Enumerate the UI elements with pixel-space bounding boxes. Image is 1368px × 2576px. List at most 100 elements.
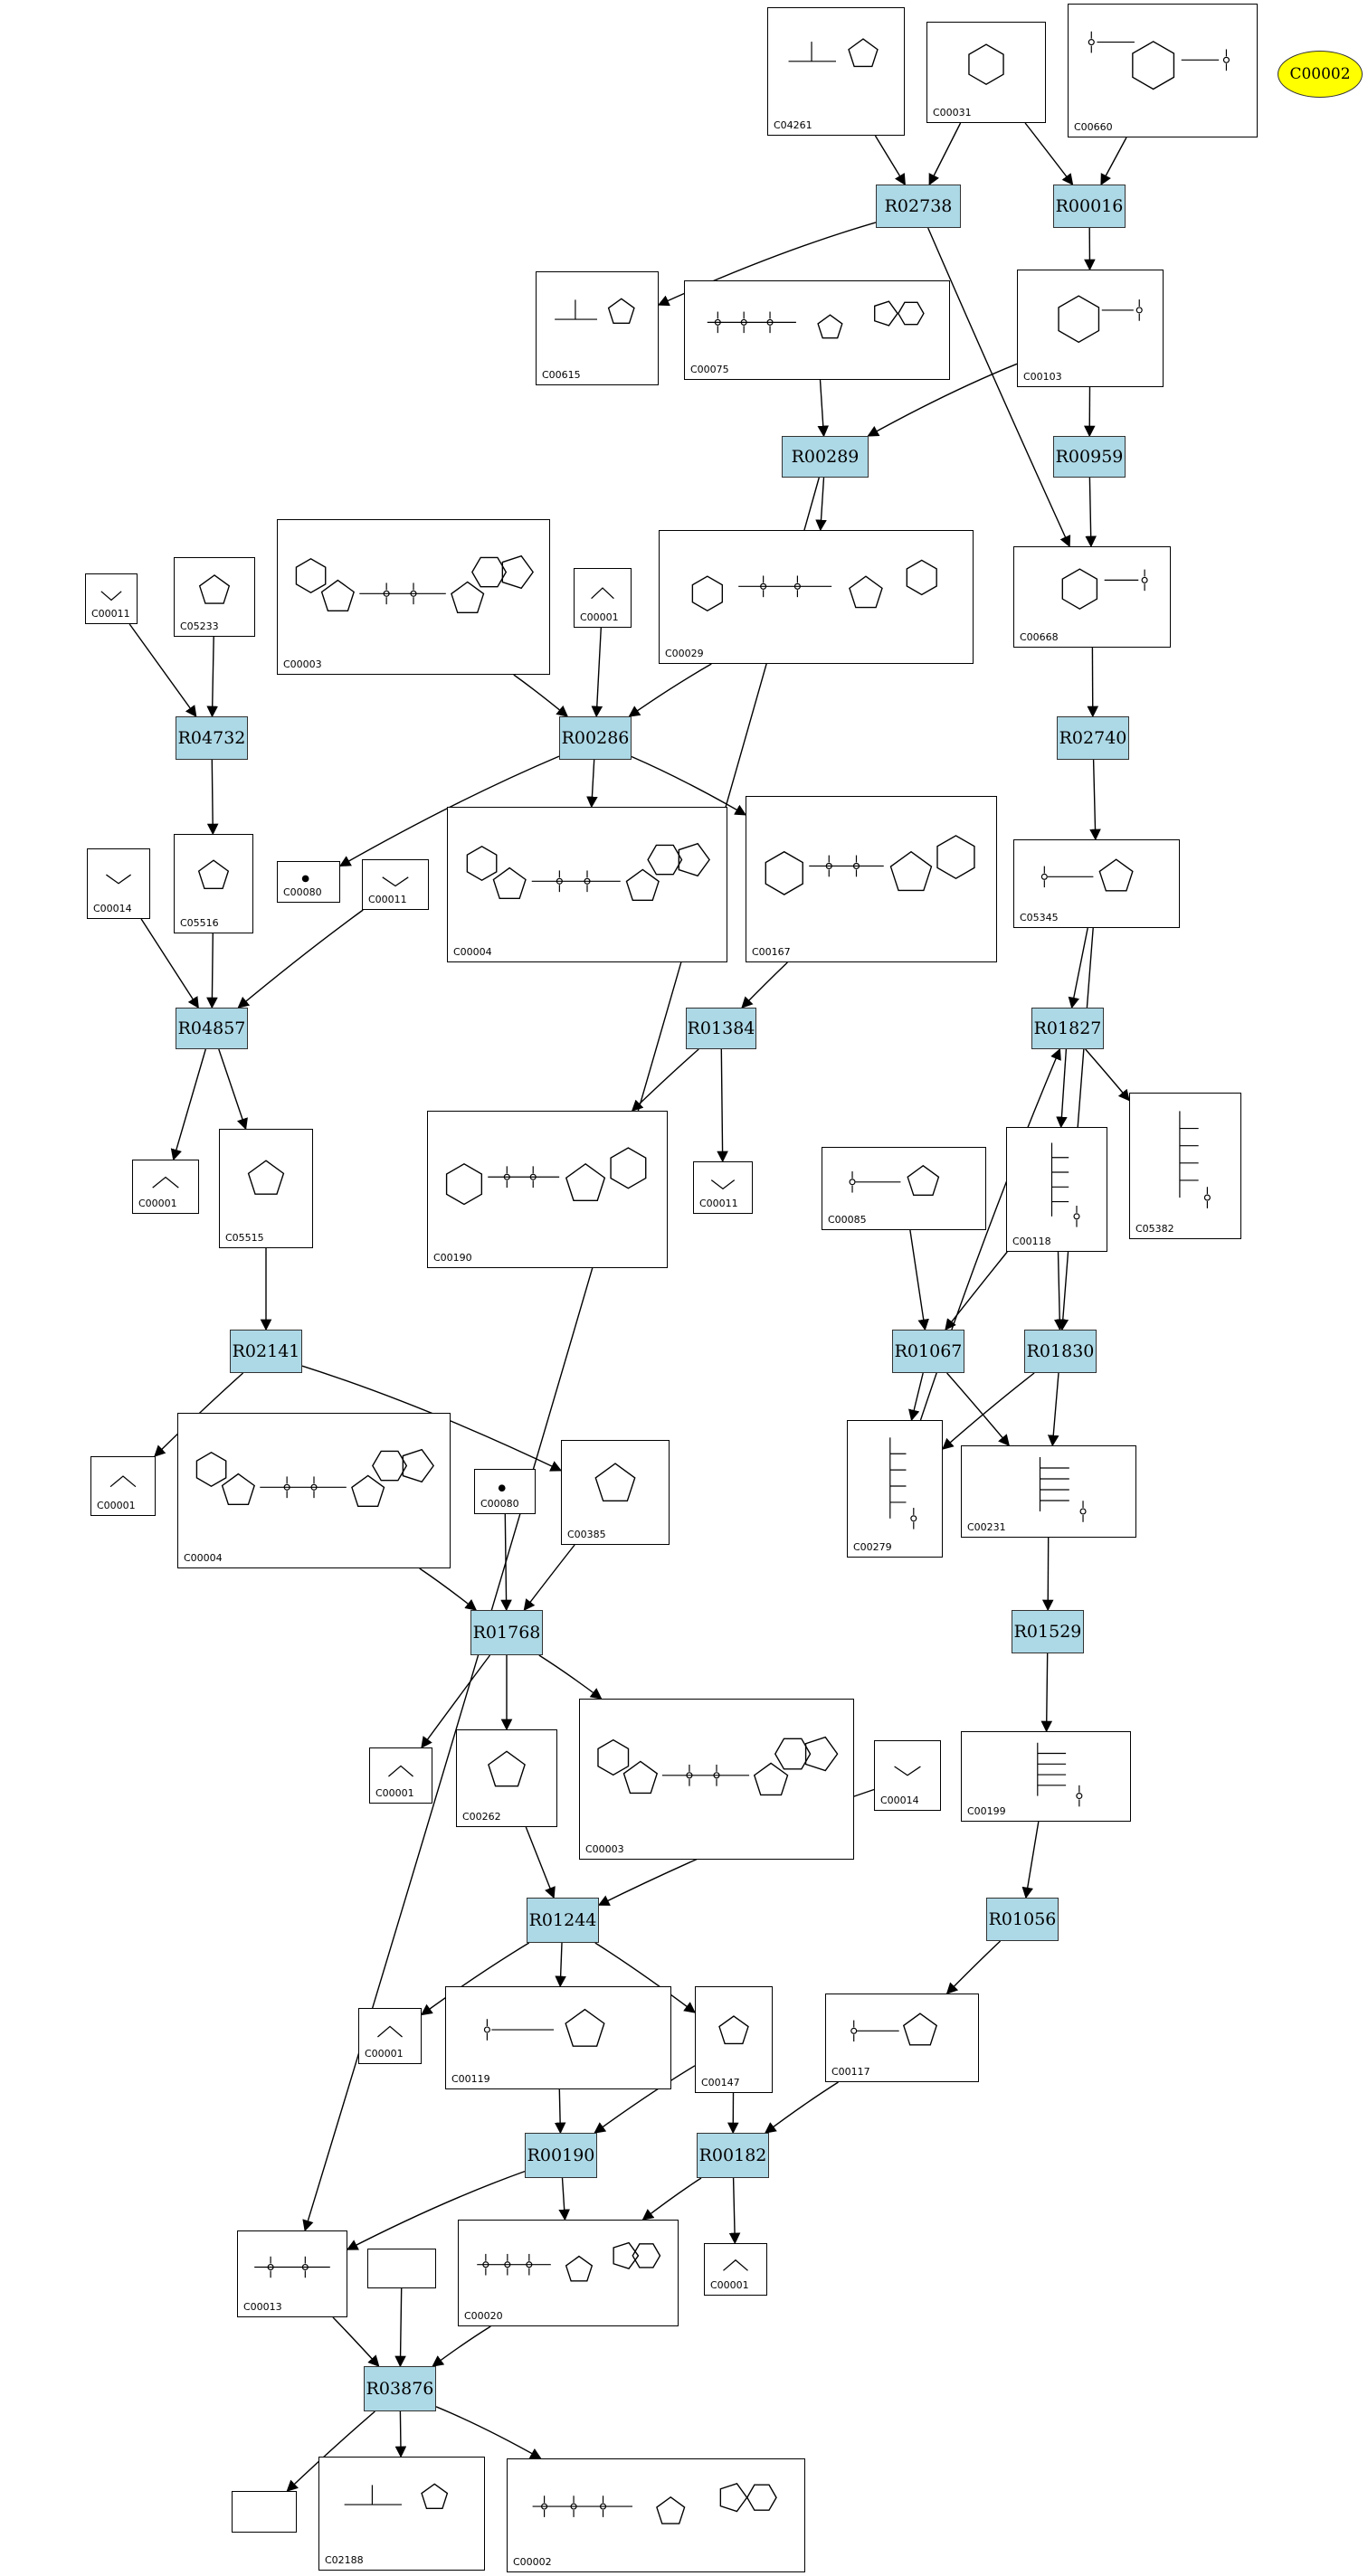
compound-label: C05515 (225, 1232, 264, 1244)
edge-c00020-to-r03876 (432, 2325, 491, 2367)
compound-c00003[interactable]: C00003 (277, 519, 550, 675)
compound-c00279[interactable]: C00279 (847, 1420, 943, 1558)
compound-c05233[interactable]: C05233 (174, 557, 255, 637)
edge-c00085-to-r01067 (909, 1229, 929, 1331)
edge-r00286-to-c00080a (338, 755, 560, 867)
structure-icon (498, 1484, 506, 1492)
compound-label: C00001 (375, 1787, 414, 1799)
reaction-r01056[interactable]: R01056 (986, 1898, 1059, 1941)
compound-c00080[interactable]: C00080 (277, 861, 340, 903)
compound-c00013[interactable]: C00013 (237, 2230, 347, 2317)
compound-c00660[interactable]: C00660 (1068, 4, 1258, 137)
structure-icon (106, 874, 131, 885)
compound-c00199[interactable]: C00199 (961, 1731, 1131, 1822)
structure-icon (233, 2492, 296, 2532)
reaction-r01529[interactable]: R01529 (1012, 1610, 1084, 1653)
compound-c00231[interactable]: C00231 (961, 1445, 1136, 1538)
edge-r00190-to-c00013 (346, 2170, 526, 2250)
compound-c00117[interactable]: C00117 (825, 1994, 979, 2082)
edge-c00118-to-r01067 (945, 1251, 1008, 1331)
compound-c00001[interactable]: C00001 (132, 1160, 199, 1214)
compound-c05345[interactable]: C05345 (1013, 839, 1180, 928)
reaction-r03876[interactable]: R03876 (364, 2366, 436, 2411)
compound-c00262[interactable]: C00262 (456, 1729, 557, 1827)
reaction-r01384[interactable]: R01384 (686, 1008, 756, 1049)
compound-c00004[interactable]: C00004 (177, 1413, 451, 1568)
edge-c00262-to-r01244 (525, 1826, 556, 1899)
structure-icon (295, 554, 535, 613)
compound-c00014[interactable]: C00014 (87, 848, 150, 919)
compound-label: C00231 (967, 1521, 1006, 1533)
compound-c00080[interactable]: C00080 (474, 1469, 536, 1514)
compound-c00668[interactable]: C00668 (1013, 546, 1171, 648)
compound-c04261[interactable]: C04261 (767, 7, 905, 136)
compound-c00190[interactable]: C00190 (427, 1111, 668, 1268)
compound-c00011[interactable]: C00011 (362, 859, 429, 910)
structure-icon (894, 1766, 921, 1776)
edge-r00182-to-c00001f (728, 2177, 741, 2245)
compound-c02188[interactable]: C02188 (318, 2457, 485, 2571)
edge-c00014a-to-r04857 (140, 918, 199, 1009)
compound-c00103[interactable]: C00103 (1017, 270, 1164, 387)
compound-c00385[interactable]: C00385 (561, 1440, 670, 1545)
compound-c00147[interactable]: C00147 (695, 1986, 773, 2093)
compound-c00002[interactable]: C00002 (507, 2458, 805, 2572)
structure-icon (1088, 31, 1230, 90)
compound-c05382[interactable]: C05382 (1129, 1093, 1241, 1239)
reaction-r00182[interactable]: R00182 (697, 2133, 769, 2178)
reaction-r00289[interactable]: R00289 (782, 436, 869, 478)
reaction-r01244[interactable]: R01244 (527, 1898, 599, 1943)
compound-c00085[interactable]: C00085 (822, 1147, 986, 1230)
compound-c00001[interactable]: C00001 (574, 568, 632, 628)
compound-c00118[interactable]: C00118 (1006, 1127, 1107, 1252)
structure-icon (483, 2008, 605, 2047)
compound-label: C00011 (699, 1198, 738, 1209)
edge-blank1-to-r03876 (394, 2287, 406, 2368)
compound-c00004[interactable]: C00004 (447, 807, 727, 962)
compound-c00119[interactable]: C00119 (445, 1986, 671, 2089)
reaction-r00286[interactable]: R00286 (559, 716, 632, 760)
structure-icon (532, 2483, 777, 2524)
highlight-compound-c00002[interactable]: C00002 (1278, 51, 1363, 98)
compound-c00020[interactable]: C00020 (458, 2220, 679, 2326)
compound-c00011[interactable]: C00011 (85, 573, 138, 624)
structure-icon (198, 574, 231, 604)
compound-c00011[interactable]: C00011 (693, 1161, 753, 1214)
reaction-r04732[interactable]: R04732 (176, 716, 248, 760)
compound-c00001[interactable]: C00001 (90, 1456, 156, 1516)
edge-r01244-to-c00147 (594, 1942, 697, 2013)
compound-c05515[interactable]: C05515 (219, 1129, 313, 1248)
structure-icon (788, 38, 879, 68)
reaction-r00959[interactable]: R00959 (1053, 436, 1126, 478)
reaction-r00016[interactable]: R00016 (1053, 185, 1126, 228)
compound-c00031[interactable]: C00031 (926, 22, 1046, 123)
compound-c00001[interactable]: C00001 (704, 2243, 767, 2296)
compound-c00167[interactable]: C00167 (746, 796, 997, 962)
compound-c00029[interactable]: C00029 (659, 530, 974, 664)
compound-blank[interactable] (367, 2249, 436, 2288)
compound-blank[interactable] (232, 2491, 297, 2533)
compound-label: C00075 (690, 364, 729, 375)
compound-label: C00117 (831, 2066, 870, 2078)
reaction-r02740[interactable]: R02740 (1057, 716, 1129, 760)
reaction-r01827[interactable]: R01827 (1031, 1008, 1104, 1049)
compound-c05516[interactable]: C05516 (174, 834, 253, 933)
reaction-r04857[interactable]: R04857 (176, 1008, 248, 1049)
compound-label: C00002 (513, 2556, 552, 2568)
compound-label: C00167 (752, 946, 791, 958)
compound-c00003[interactable]: C00003 (579, 1699, 854, 1860)
structure-icon (445, 1147, 647, 1206)
compound-c00014[interactable]: C00014 (874, 1740, 941, 1811)
reaction-r01830[interactable]: R01830 (1024, 1330, 1097, 1373)
structure-icon (707, 300, 925, 339)
reaction-r01067[interactable]: R01067 (892, 1330, 964, 1373)
reaction-r01768[interactable]: R01768 (470, 1610, 543, 1655)
compound-c00075[interactable]: C00075 (684, 280, 950, 380)
compound-label: C00001 (138, 1198, 177, 1209)
compound-c00001[interactable]: C00001 (369, 1747, 432, 1804)
compound-c00001[interactable]: C00001 (358, 2008, 422, 2064)
reaction-r02141[interactable]: R02141 (230, 1330, 302, 1373)
reaction-r00190[interactable]: R00190 (525, 2133, 597, 2178)
reaction-r02738[interactable]: R02738 (876, 185, 961, 228)
compound-c00615[interactable]: C00615 (536, 271, 659, 385)
